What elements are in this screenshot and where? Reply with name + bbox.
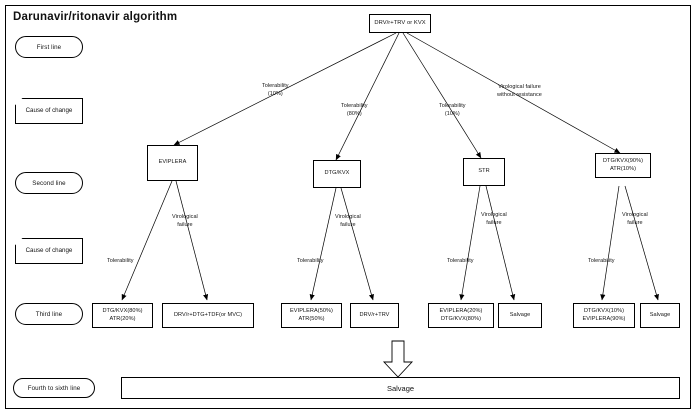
- stage-label-second-line: Second line: [15, 172, 83, 194]
- node-second-line-dtg-kvx-atr[interactable]: DTG/KVX(90%)ATR(10%): [595, 153, 651, 178]
- stage-label-text: Cause of change: [25, 246, 73, 254]
- node-third-line-drv-dtg-tdf[interactable]: DRV/r+DTG+TDF(or MVC): [162, 303, 254, 328]
- stage-label-cause-of-change-1: Cause of change: [15, 98, 83, 124]
- node-label: EVIPLERA(20%)DTG/KVX(80%): [439, 307, 483, 322]
- edge-label-tolerability-2: Tolerability: [297, 258, 324, 264]
- node-label: DTG/KVX: [324, 170, 350, 177]
- node-label: Salvage: [649, 311, 671, 318]
- stage-label-third-line: Third line: [15, 303, 83, 325]
- stage-label-text: Cause of change: [25, 106, 73, 114]
- node-third-line-eviplera-dtg-kvx[interactable]: EVIPLERA(20%)DTG/KVX(80%): [428, 303, 494, 328]
- stage-label-text: Third line: [35, 310, 63, 318]
- node-label: DRV/r+TRV or KVX: [374, 19, 426, 26]
- node-label: EVIPLERA: [158, 159, 187, 166]
- stage-label-first-line: First line: [15, 36, 83, 58]
- page-title: Darunavir/ritonavir algorithm: [13, 11, 178, 23]
- node-label: DRV/r+TRV: [359, 311, 390, 318]
- stage-label-cause-of-change-2: Cause of change: [15, 238, 83, 264]
- edge-label-tolerability-4: Tolerability: [588, 258, 615, 264]
- node-label: EVIPLERA(50%)ATR(50%): [290, 307, 333, 322]
- node-label: DTG/KVX(10%)EVIPLERA(90%): [582, 307, 626, 322]
- node-second-line-eviplera[interactable]: EVIPLERA: [147, 145, 198, 181]
- edge-label-tolerability-80: Tolerability(80%): [341, 103, 368, 117]
- node-final-salvage-bar[interactable]: Salvage: [121, 377, 680, 399]
- node-third-line-dtg-kvx-atr[interactable]: DTG/KVX(80%)ATR(20%): [92, 303, 153, 328]
- node-first-line-root[interactable]: DRV/r+TRV or KVX: [369, 14, 431, 33]
- node-third-line-drv-trv[interactable]: DRV/r+TRV: [350, 303, 399, 328]
- node-label: DTG/KVX(90%)ATR(10%): [602, 157, 644, 172]
- stage-label-text: First line: [36, 43, 62, 51]
- node-third-line-dtg-kvx-eviplera[interactable]: DTG/KVX(10%)EVIPLERA(90%): [573, 303, 635, 328]
- diagram-frame: [5, 5, 691, 409]
- node-second-line-str[interactable]: STR: [463, 158, 505, 186]
- edge-label-tolerability-10-left: Tolerability(10%): [262, 83, 289, 97]
- edge-label-tolerability-1: Tolerability: [107, 258, 134, 264]
- stage-label-fourth-to-sixth-line: Fourth to sixth line: [13, 378, 95, 398]
- edge-label-tolerability-10-right: Tolerability(10%): [439, 103, 466, 117]
- stage-label-text: Fourth to sixth line: [27, 384, 81, 392]
- node-third-line-salvage-right[interactable]: Salvage: [640, 303, 680, 328]
- node-third-line-eviplera-atr[interactable]: EVIPLERA(50%)ATR(50%): [281, 303, 342, 328]
- node-label: STR: [478, 168, 490, 175]
- node-label: DTG/KVX(80%)ATR(20%): [102, 307, 143, 322]
- node-label: Salvage: [386, 383, 415, 393]
- node-third-line-salvage-left[interactable]: Salvage: [498, 303, 542, 328]
- node-label: Salvage: [509, 311, 531, 318]
- node-second-line-dtg-kvx[interactable]: DTG/KVX: [313, 160, 361, 188]
- edge-label-tolerability-3: Tolerability: [447, 258, 474, 264]
- node-label: DRV/r+DTG+TDF(or MVC): [173, 311, 243, 318]
- stage-label-text: Second line: [32, 179, 66, 187]
